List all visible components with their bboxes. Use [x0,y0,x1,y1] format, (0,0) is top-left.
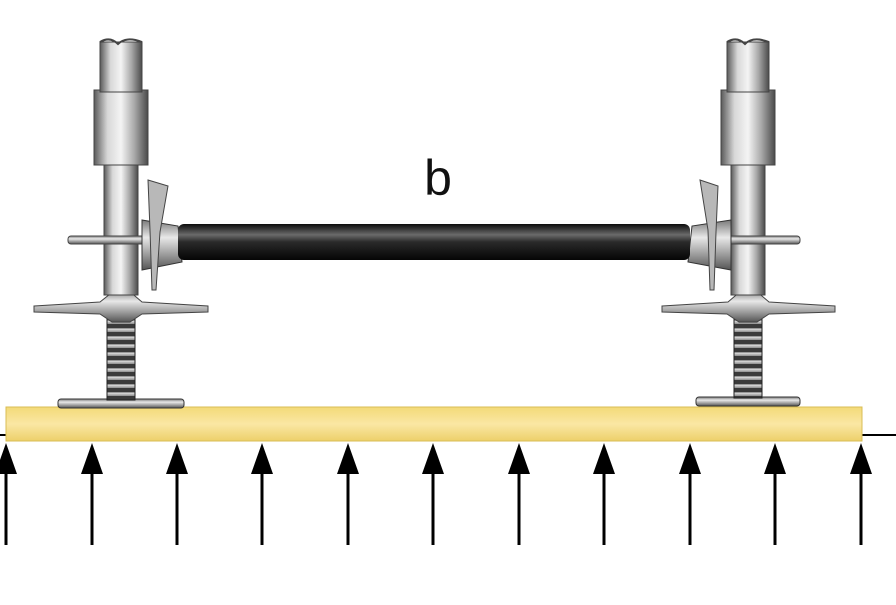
right-scaffold-standard [661,38,836,407]
load-arrows [0,443,872,545]
load-arrow [679,443,701,545]
load-arrow [593,443,615,545]
sole-board [5,406,863,442]
load-arrow [166,443,188,545]
load-arrow [81,443,103,545]
load-arrow [422,443,444,545]
ledger-tube [178,224,690,260]
load-arrow [764,443,786,545]
load-arrow [337,443,359,545]
load-arrow [850,443,872,545]
left-scaffold-standard [33,38,209,409]
dimension-label-b: b [424,150,452,206]
load-arrow [0,443,17,545]
load-arrow [251,443,273,545]
load-arrow [508,443,530,545]
